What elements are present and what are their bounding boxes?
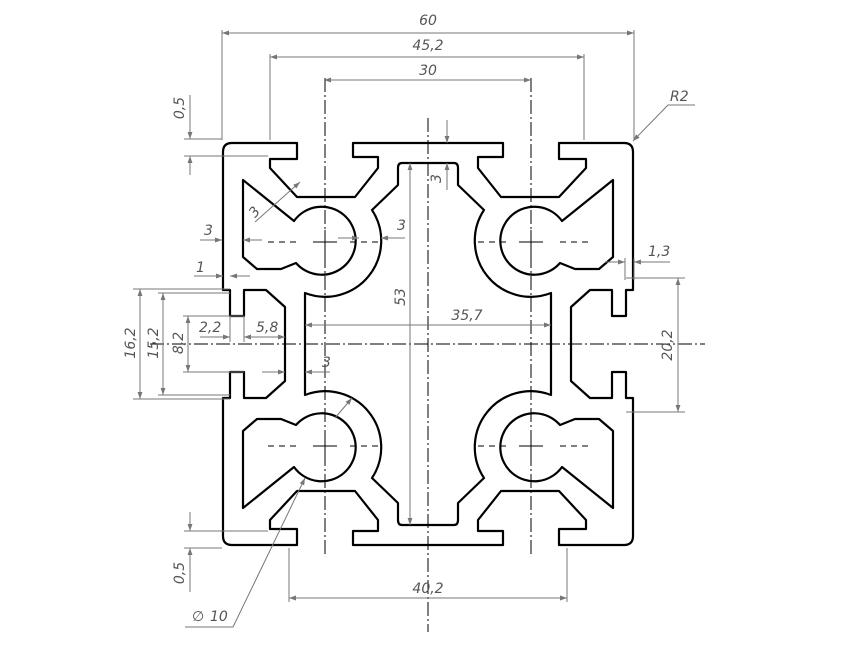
dim-wall-left: 3 [204,223,213,239]
dim-wall-circle: 3 [397,218,406,234]
dim-right-step: 1,3 [648,244,670,260]
dim-hole-pitch: 30 [419,63,437,79]
dim-web-spacing: 35,7 [451,308,482,324]
dim-slot-pitch: 45,2 [412,38,443,54]
dim-left-step: 1 [196,260,205,276]
dim-corner-radius: R2 [670,89,689,105]
dim-slot-outer: 16,2 [123,327,139,358]
center-lines [150,78,705,632]
dim-slot-opening: 8,2 [171,332,187,354]
dimensions: 60 45,2 30 0,5 R2 3 3 3 3 1,3 [123,13,695,628]
dim-slot-depth: 5,8 [256,320,278,336]
dim-bottom-lip: 0,5 [172,562,188,584]
dim-slot-inner: 15,2 [146,327,162,358]
dim-inner-height: 53 [393,288,409,306]
dim-wall-diagonal: 3 [246,204,264,221]
dim-bottom-span: 40,2 [412,581,443,597]
dim-lip-depth: 2,2 [199,320,221,336]
dim-wall-neck: 3 [429,174,445,183]
dim-overall-width: 60 [419,13,437,29]
dim-right-slot: 20,2 [660,329,676,360]
dim-web-wall: 3 [322,355,331,371]
dim-top-lip: 0,5 [172,97,188,119]
diameter-symbol: ∅ [192,609,204,625]
dim-hole-diameter: 10 [210,609,228,625]
